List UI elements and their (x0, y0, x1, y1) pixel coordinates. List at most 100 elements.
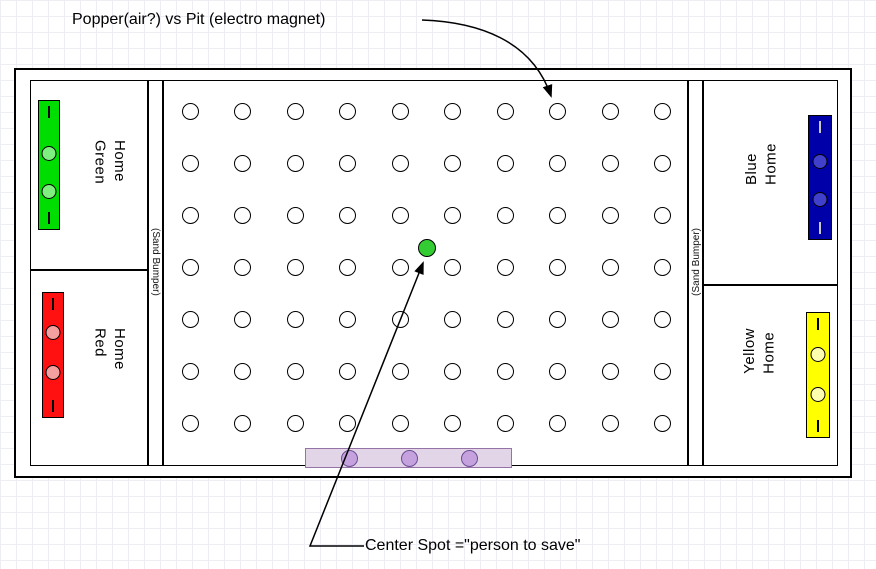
blue-piece (812, 154, 828, 169)
board-hole (654, 206, 671, 224)
board-hole (286, 414, 304, 432)
board-hole (444, 206, 461, 224)
green-home-label: Green Home (90, 140, 129, 184)
board-hole (496, 310, 514, 328)
board-hole (444, 310, 461, 328)
board-hole (339, 310, 356, 328)
board-hole (391, 206, 409, 224)
board-hole (234, 154, 251, 172)
green-home-slider (38, 100, 60, 230)
yellow-piece (810, 387, 826, 402)
board-hole (286, 362, 304, 380)
blue-home-slider (808, 115, 832, 240)
blue-home-label-line2: Home (762, 143, 780, 186)
bumper-ball (400, 450, 418, 467)
red-piece (45, 325, 61, 340)
yellow-piece (810, 347, 826, 362)
green-home-label-line2: Home (111, 140, 128, 183)
board-hole (601, 102, 619, 120)
board-hole (181, 154, 199, 172)
tick-mark (52, 400, 54, 412)
board-hole (444, 362, 461, 380)
board-hole (496, 258, 514, 276)
left-sand-bumper-strip (148, 80, 163, 466)
bumper-ball (340, 450, 358, 467)
board-hole (234, 258, 251, 276)
tick-mark (817, 420, 819, 432)
board-hole (496, 154, 514, 172)
right-sand-bumper-label: (Sand Bumper) (691, 228, 702, 296)
board-hole (549, 414, 566, 432)
board-hole (391, 154, 409, 172)
green-home-label-line1: Green (91, 140, 109, 185)
purple-bumper (305, 448, 512, 468)
yellow-home-label-line2: Home (760, 331, 778, 374)
board-hole (286, 154, 304, 172)
red-home-label-line2: Home (111, 328, 128, 371)
board-hole (234, 206, 251, 224)
tick-mark (819, 121, 821, 133)
hole-grid (163, 80, 688, 466)
board-hole (286, 310, 304, 328)
board-hole (601, 206, 619, 224)
board-hole (234, 102, 251, 120)
center-note: Center Spot ="person to save" (365, 537, 581, 554)
board-hole (496, 414, 514, 432)
board-hole (601, 310, 619, 328)
board-hole (339, 102, 356, 120)
board-hole (286, 102, 304, 120)
board-hole (496, 102, 514, 120)
yellow-home-slider (806, 312, 830, 438)
red-home-label-line1: Red (91, 328, 109, 358)
board-hole (654, 102, 671, 120)
board-hole (549, 154, 566, 172)
board-hole (654, 154, 671, 172)
board-hole (654, 362, 671, 380)
center-spot (418, 239, 436, 257)
board-hole (391, 102, 409, 120)
board-hole (444, 258, 461, 276)
board-hole (234, 414, 251, 432)
tick-mark (817, 318, 819, 330)
board-hole (496, 206, 514, 224)
board-hole (444, 102, 461, 120)
blue-home-label-line1: Blue (743, 152, 760, 186)
blue-home-label: Blue Home (742, 143, 781, 185)
board-hole (549, 206, 566, 224)
blue-piece (812, 192, 828, 207)
tick-mark (48, 106, 50, 118)
bumper-ball (460, 450, 478, 467)
board-hole (654, 310, 671, 328)
board-hole (234, 362, 251, 380)
board-hole (549, 102, 566, 120)
tick-mark (52, 298, 54, 310)
right-sand-bumper-strip (688, 80, 703, 466)
board-hole (391, 362, 409, 380)
board-hole (444, 154, 461, 172)
board-hole (181, 414, 199, 432)
board-hole (601, 414, 619, 432)
board-hole (181, 258, 199, 276)
board-hole (654, 258, 671, 276)
board-hole (549, 362, 566, 380)
board-hole (601, 258, 619, 276)
board-hole (654, 414, 671, 432)
tick-mark (48, 212, 50, 224)
board-hole (549, 258, 566, 276)
board-hole (181, 102, 199, 120)
tick-mark (819, 222, 821, 234)
green-piece (41, 146, 57, 161)
board-hole (339, 414, 356, 432)
board-hole (181, 310, 199, 328)
board-hole (181, 362, 199, 380)
board-hole (339, 258, 356, 276)
board-hole (601, 362, 619, 380)
red-home-slider (42, 292, 64, 418)
board-hole (339, 206, 356, 224)
popper-note: Popper(air?) vs Pit (electro magnet) (72, 11, 326, 28)
yellow-home-label-line1: Yellow (741, 328, 758, 374)
board-hole (339, 362, 356, 380)
board-hole (234, 310, 251, 328)
yellow-home-label: Yellow Home (740, 328, 779, 374)
board-hole (181, 206, 199, 224)
